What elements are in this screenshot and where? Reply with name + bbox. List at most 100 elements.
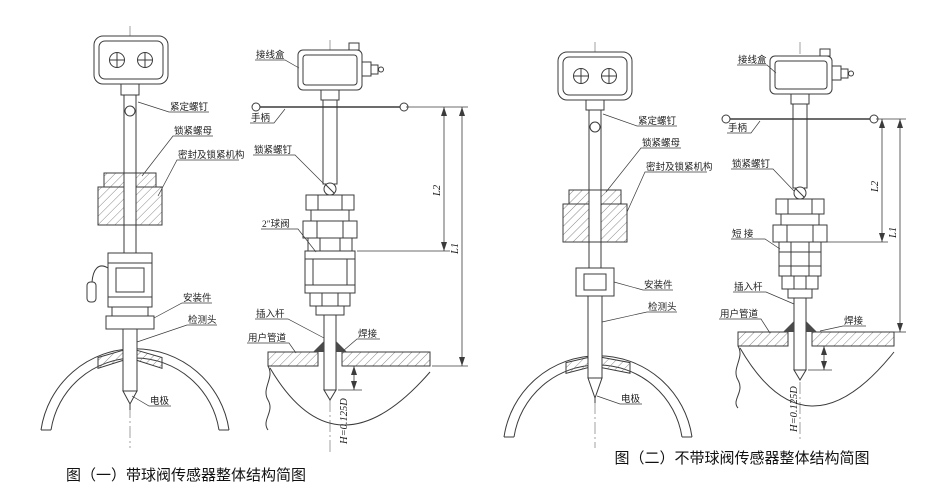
leader-weld	[819, 325, 866, 332]
ball-valve-body	[86, 252, 153, 308]
dimension-l1: L1	[888, 119, 906, 333]
electrode-tip	[793, 369, 807, 381]
leader-short-nipple	[731, 238, 781, 250]
leader-electrode	[131, 395, 171, 407]
electrode-tip	[323, 389, 337, 401]
handle-bar	[721, 114, 879, 124]
leader-lock-nut	[605, 147, 681, 193]
figure2-left-view: 紧定螺钉 锁紧螺母 密封及锁紧机构 安装件 检测头 电极	[503, 42, 713, 448]
dimension-l2: L2	[357, 106, 468, 252]
leader-probe-head	[136, 324, 217, 343]
union-nuts	[309, 292, 351, 316]
figure1-right-view: 接线盒 手柄 锁紧螺钉 2"球阀 插入杆 用户管道 焊接 H=0.125D L2…	[247, 40, 468, 455]
label-insertion-rod: 插入杆	[734, 281, 763, 293]
leader-handle	[250, 108, 286, 124]
pipe-dome	[503, 355, 693, 438]
leader-mounting-part	[613, 281, 673, 291]
label-seal-lock: 密封及锁紧机构	[646, 161, 713, 173]
leader-ball-valve	[261, 228, 317, 253]
leader-junction-box	[255, 59, 300, 69]
probe-tube	[122, 328, 138, 392]
leader-lock-nut	[141, 135, 213, 177]
stem-lower	[123, 224, 137, 254]
neck	[585, 99, 605, 111]
rod-hole	[124, 105, 136, 117]
junction-box	[769, 48, 854, 95]
dim-h-text: H=0.125D	[339, 398, 350, 445]
valve-lever-arm	[91, 265, 109, 283]
pipe-break-line	[735, 345, 741, 409]
label-handle: 手柄	[251, 112, 270, 124]
label-probe-head: 检测头	[188, 314, 217, 326]
leader-junction-box	[737, 64, 777, 74]
lock-screw-head	[323, 182, 337, 196]
figure2-right-view: 接线盒 手柄 锁紧螺钉 短 接 插入杆 用户管道 焊接 H=0.125D L2 …	[719, 42, 906, 440]
label-lock-screw: 锁紧螺钉	[732, 158, 771, 170]
cable-gland	[361, 61, 372, 77]
leader-insertion-rod	[733, 291, 795, 305]
label-electrode: 电极	[621, 393, 641, 405]
label-short-nipple: 短 接	[732, 228, 754, 240]
figure1-caption: 图（一）带球阀传感器整体结构简图	[66, 467, 306, 484]
neck	[790, 93, 810, 105]
neck	[320, 89, 340, 101]
label-electrode: 电极	[150, 395, 170, 407]
electrode-tip	[587, 377, 603, 400]
label-insertion-rod: 插入杆	[256, 308, 285, 320]
leader-seal-lock	[157, 159, 239, 197]
junction-box	[297, 42, 384, 91]
electrode-tip	[122, 390, 138, 406]
pipe-inner-arc	[739, 347, 895, 407]
weld-bead-left	[783, 321, 794, 332]
valve-lever-handle	[86, 281, 97, 303]
insertion-rod	[793, 297, 807, 371]
figure1-left-view: 紧定螺钉 锁紧螺母 密封及锁紧机构 安装件 检测头 电极	[40, 26, 245, 448]
leader-probe-head	[601, 311, 677, 323]
probe-tube	[587, 295, 603, 379]
label-ball-valve: 2"球阀	[262, 218, 290, 230]
label-lock-screw: 锁紧螺钉	[254, 144, 293, 156]
leader-set-screw	[602, 113, 677, 127]
dim-l2-text: L2	[870, 180, 881, 193]
rod-hole	[589, 121, 601, 133]
short-nipple	[778, 241, 822, 277]
stem-rod	[322, 99, 338, 185]
label-weld: 焊接	[844, 315, 864, 327]
label-junction-box: 接线盒	[738, 54, 767, 66]
leader-electrode	[596, 395, 642, 405]
gland-nut-stack	[302, 194, 358, 252]
weld-bead-left	[313, 341, 324, 352]
leader-user-pipe	[247, 342, 297, 354]
gland-nut-stack	[772, 198, 828, 243]
seal-lock-assembly	[562, 189, 628, 243]
label-lock-nut: 锁紧螺母	[642, 137, 680, 149]
label-user-pipe: 用户管道	[248, 332, 287, 344]
dimension-l1: L1	[432, 107, 468, 367]
user-pipe-wall	[735, 331, 895, 409]
dim-l2-text: L2	[432, 184, 443, 197]
leader-weld	[342, 338, 380, 352]
dimension-h: H=0.125D	[789, 346, 832, 433]
weld-bead-right	[806, 321, 817, 332]
union-nuts	[781, 275, 819, 299]
label-junction-box: 接线盒	[256, 49, 285, 61]
lock-screw-head	[793, 186, 807, 200]
dimension-h: H=0.125D	[338, 366, 362, 445]
leader-set-screw	[137, 101, 209, 113]
weld-bead-right	[336, 341, 347, 352]
dim-l1-text: L1	[888, 227, 899, 239]
leader-seal-lock	[626, 171, 707, 213]
leader-handle	[727, 120, 761, 134]
dim-l1-text: L1	[450, 243, 461, 255]
pipe-inner-arc	[269, 367, 431, 426]
seal-lock-assembly	[97, 172, 163, 226]
figure2-caption: 图（二）不带球阀传感器整体结构简图	[614, 450, 869, 467]
label-mounting-part: 安装件	[644, 279, 673, 291]
junction-box	[93, 35, 169, 85]
leader-user-pipe	[719, 318, 771, 334]
ball-valve-body	[304, 250, 356, 294]
label-lock-nut: 锁紧螺母	[174, 125, 212, 137]
leader-insertion-rod	[255, 318, 325, 339]
